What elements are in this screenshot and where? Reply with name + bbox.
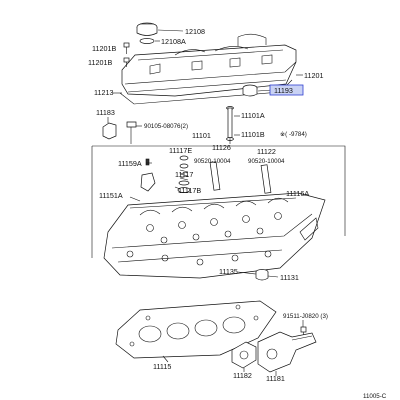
water-outlet-gasket[interactable] [231,341,257,369]
valve-spring[interactable] [178,169,190,186]
label-11213[interactable]: 11213 [94,88,113,97]
cylinder-head-gasket[interactable] [115,300,277,359]
label-11115[interactable]: 11115 [153,362,171,371]
assembly-bracket [92,145,346,236]
label-90520-a[interactable]: 90520-10004 [194,158,231,165]
cover-stud-bolt[interactable] [126,121,137,144]
oil-filler-gasket[interactable] [139,38,155,44]
highlight-box-11193[interactable] [269,84,304,96]
label-11182[interactable]: 11182 [233,371,252,380]
label-11116a[interactable]: 11116A [286,189,309,198]
camshaft-bearing-cap-plug[interactable] [102,122,117,140]
label-11117[interactable]: 11117 [175,170,193,179]
label-11183[interactable]: 11183 [96,108,115,117]
label-11122[interactable]: 11122 [257,147,276,156]
label-11117e[interactable]: 11117E [169,146,192,155]
leader-line [267,275,279,278]
label-12108a[interactable]: 12108A [161,37,186,46]
valve-spring-seat[interactable] [177,187,191,193]
label-9784[interactable]: ※( -9784) [280,131,307,138]
label-11126[interactable]: 11126 [212,143,231,152]
label-11193[interactable]: 11193 [274,86,293,95]
leader-line [157,29,184,32]
label-12108[interactable]: 12108 [185,27,205,36]
label-11135[interactable]: 11135 [219,267,238,276]
spark-plug-tube-gasket[interactable] [242,84,258,97]
label-11101b[interactable]: 11101B [241,130,265,139]
label-11201b-top[interactable]: 11201B [92,44,116,53]
valve-guide-exhaust[interactable] [260,164,272,194]
label-90520-b[interactable]: 90520-10004 [248,158,285,165]
label-11159a[interactable]: 11159A [118,159,142,168]
valve-stem-cap[interactable] [179,155,189,169]
label-91511[interactable]: 91511-J0820 (3) [283,313,328,320]
cylinder-head-bolt[interactable] [226,106,234,141]
label-11201b-mid[interactable]: 11201B [88,58,112,67]
label-11181[interactable]: 11181 [266,374,285,383]
leader-line [174,186,181,190]
cylinder-head-cover[interactable] [121,33,297,97]
label-90105[interactable]: 90105-08076(2) [144,123,188,130]
label-11005c: 11005-C [363,393,387,400]
cover-bolt-top[interactable] [123,42,130,54]
water-outlet[interactable] [257,331,317,373]
leader-line [237,271,257,275]
label-11101a[interactable]: 11101A [241,111,265,120]
water-hole-plug[interactable] [255,269,269,281]
label-11101[interactable]: 11101 [192,131,211,140]
hanger-bracket[interactable] [140,172,156,192]
leader-line [162,355,169,363]
oil-filler-cap[interactable] [136,22,158,36]
cover-bolt-mid[interactable] [123,57,130,67]
leader-line [129,196,141,202]
label-11117b[interactable]: 11117B [178,186,201,195]
pin[interactable] [145,158,150,166]
cylinder-head[interactable] [103,192,326,279]
label-11131[interactable]: 11131 [280,273,299,282]
label-11201[interactable]: 11201 [304,71,323,80]
label-11151a[interactable]: 11151A [99,191,123,200]
valve-guide-intake[interactable] [209,161,221,191]
